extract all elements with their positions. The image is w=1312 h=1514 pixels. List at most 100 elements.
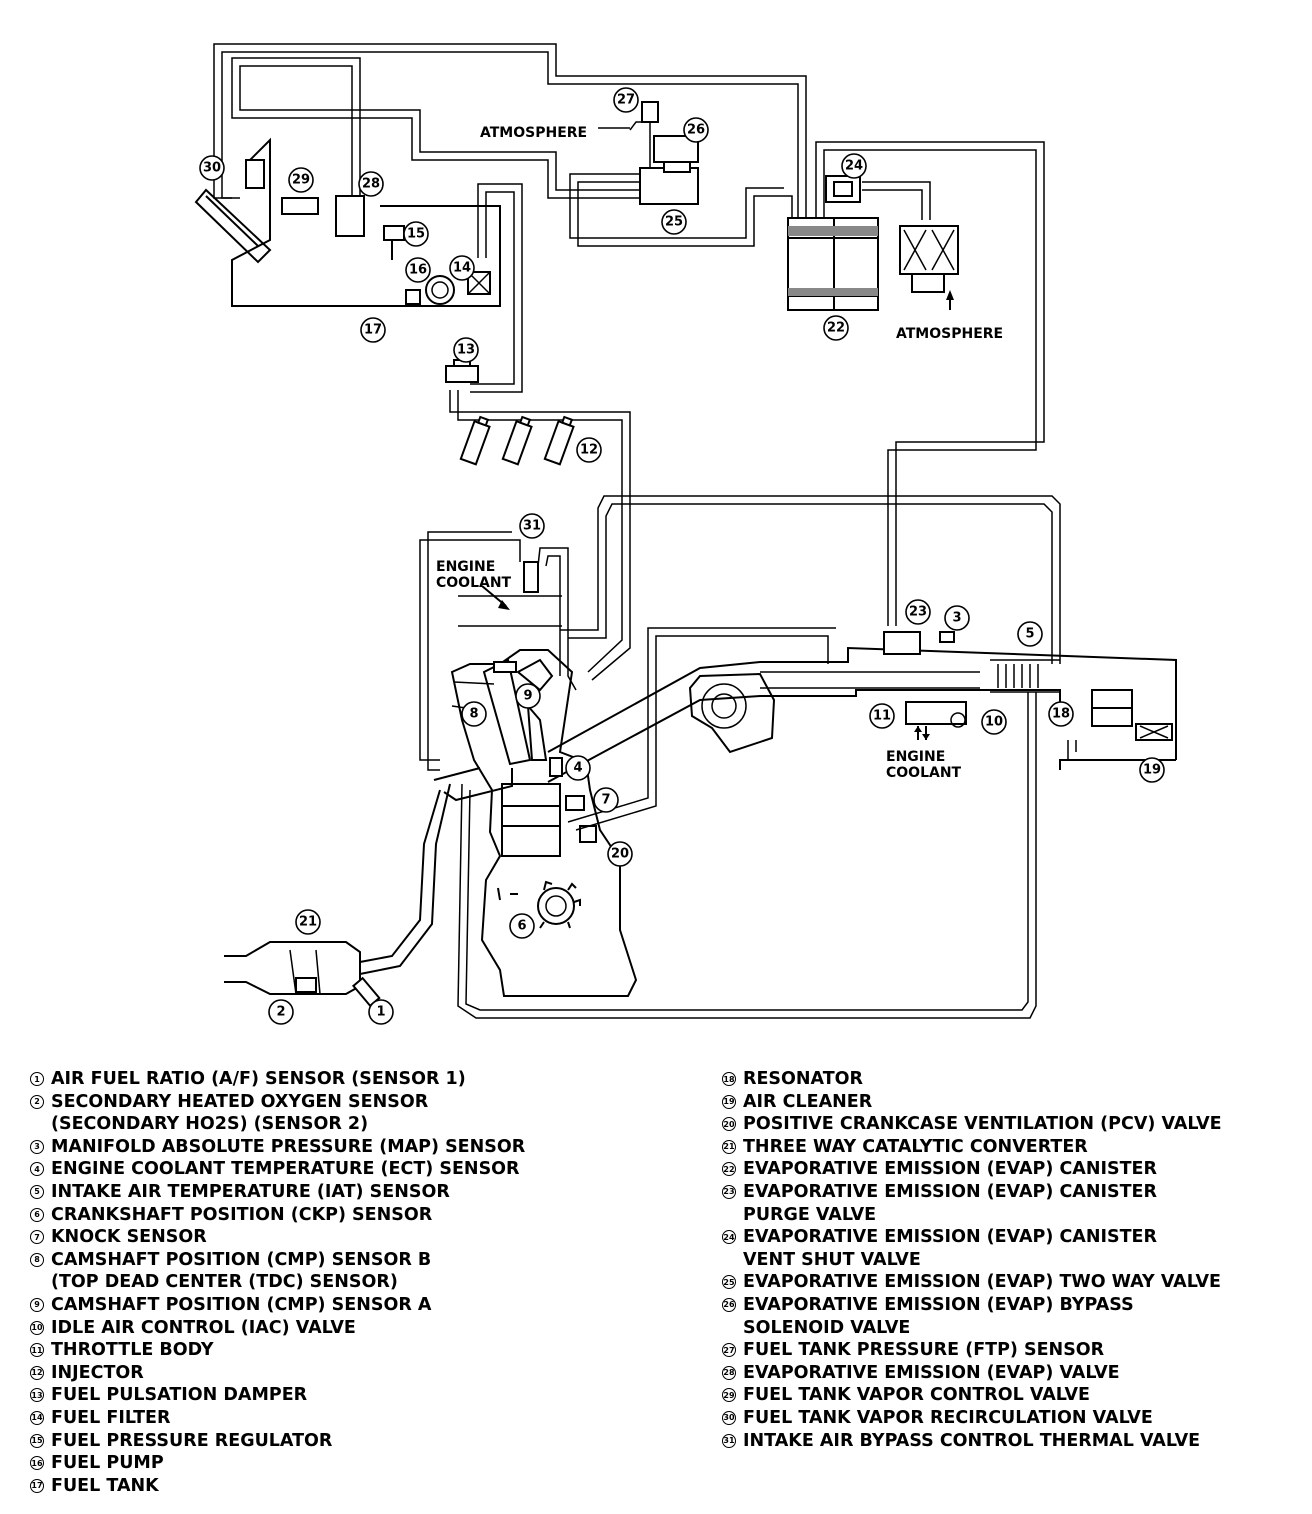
- legend-number: 26: [722, 1297, 736, 1312]
- callout-10: 10: [981, 709, 1007, 735]
- callout-16: 16: [405, 257, 431, 283]
- legend-number: 21: [722, 1139, 736, 1154]
- engine-coolant-label-lower-2: COOLANT: [886, 765, 962, 781]
- callout-circle: [358, 171, 384, 197]
- callout-number: 12: [580, 443, 598, 458]
- callout-circle: [268, 999, 294, 1025]
- callout-20: 20: [607, 841, 633, 867]
- callout-number: 26: [687, 123, 705, 138]
- callout-number: 8: [469, 707, 478, 722]
- callout-number: 5: [1025, 627, 1034, 642]
- engine-coolant-label-lower-1: ENGINE: [886, 749, 945, 765]
- callout-2: 2: [268, 999, 294, 1025]
- legend-description: RESONATOR: [743, 1069, 864, 1089]
- callout-4: 4: [565, 755, 591, 781]
- fuel-tank: [194, 137, 501, 307]
- legend-number: 1: [30, 1072, 44, 1086]
- callout-number: 25: [665, 215, 683, 230]
- intake-system: [547, 631, 1177, 783]
- callout-18: 18: [1048, 701, 1074, 727]
- legend-number: 23: [722, 1184, 736, 1199]
- callout-circle: [461, 701, 487, 727]
- callout-number: 18: [1052, 707, 1070, 722]
- callout-21: 21: [295, 909, 321, 935]
- callout-number: 16: [409, 263, 427, 278]
- callout-30: 30: [199, 155, 225, 181]
- callout-number: 31: [523, 519, 541, 534]
- legend-number: 4: [30, 1162, 44, 1177]
- callout-13: 13: [453, 337, 479, 363]
- callout-number: 28: [362, 177, 380, 192]
- callout-number: 30: [203, 161, 221, 176]
- legend-item-24: 24 EVAPORATIVE EMISSION (EVAP) CANISTER V…: [722, 1226, 1302, 1271]
- callout-circle: [576, 437, 602, 463]
- callout-number: 27: [617, 93, 635, 108]
- callout-6: 6: [509, 913, 535, 939]
- callout-circle: [403, 221, 429, 247]
- evap-canister: [787, 175, 959, 311]
- callout-number: 9: [523, 689, 532, 704]
- callout-circle: [869, 703, 895, 729]
- legend-description: CAMSHAFT POSITION (CMP) SENSOR A: [51, 1294, 432, 1315]
- legend-number: 17: [30, 1478, 44, 1493]
- callout-circle: [607, 841, 633, 867]
- callout-28: 28: [358, 171, 384, 197]
- engine-coolant-label-upper-1: ENGINE: [436, 559, 495, 575]
- legend-number: 24: [722, 1230, 736, 1245]
- legend-number: 30: [722, 1410, 736, 1425]
- callout-1: 1: [368, 999, 394, 1025]
- legend-description: MANIFOLD ABSOLUTE PRESSURE (MAP) SENSOR: [51, 1136, 526, 1157]
- callout-number: 13: [457, 343, 475, 358]
- legend-number: 10: [30, 1320, 44, 1335]
- legend-description: EVAPORATIVE EMISSION (EVAP) CANISTER VEN…: [743, 1227, 1157, 1270]
- legend-description: EVAPORATIVE EMISSION (EVAP) CANISTER: [743, 1159, 1157, 1180]
- callout-23: 23: [905, 599, 931, 625]
- callout-circle: [368, 999, 394, 1025]
- legend-description: INTAKE AIR BYPASS CONTROL THERMAL VALVE: [743, 1430, 1201, 1451]
- callout-number: 1: [376, 1005, 385, 1020]
- callout-25: 25: [661, 209, 687, 235]
- legend-number: 19: [722, 1094, 736, 1109]
- callout-22: 22: [823, 315, 849, 341]
- legend-description: CRANKSHAFT POSITION (CKP) SENSOR: [51, 1204, 433, 1225]
- legend-description: EVAPORATIVE EMISSION (EVAP) BYPASS SOLEN…: [743, 1294, 1134, 1338]
- callout-15: 15: [403, 221, 429, 247]
- legend-description: FUEL TANK PRESSURE (FTP) SENSOR: [743, 1340, 1105, 1361]
- callout-27: 27: [613, 87, 639, 113]
- valve-group-25-27: [598, 101, 699, 205]
- legend-item-21: 21 THREE WAY CATALYTIC CONVERTER: [722, 1136, 1302, 1159]
- callout-number: 11: [873, 709, 891, 724]
- callout-circle: [288, 167, 314, 193]
- legend-number: 28: [722, 1365, 736, 1380]
- legend-description: FUEL TANK: [51, 1475, 159, 1496]
- exhaust-system: [224, 767, 513, 1008]
- coolant-bypass: [458, 495, 1061, 691]
- legend-number: 20: [722, 1117, 736, 1132]
- callout-31: 31: [519, 513, 545, 539]
- callout-3: 3: [944, 605, 970, 631]
- legend-description: FUEL FILTER: [51, 1407, 171, 1428]
- callout-circle: [683, 117, 709, 143]
- legend-description: THREE WAY CATALYTIC CONVERTER: [743, 1136, 1088, 1157]
- callout-number: 4: [573, 761, 582, 776]
- callout-circle: [823, 315, 849, 341]
- callout-circle: [613, 87, 639, 113]
- legend-number: 18: [722, 1072, 736, 1086]
- callout-8: 8: [461, 701, 487, 727]
- callout-circle: [405, 257, 431, 283]
- callout-number: 20: [611, 847, 629, 862]
- legend-description: EVAPORATIVE EMISSION (EVAP) VALVE: [743, 1362, 1120, 1383]
- callout-7: 7: [593, 787, 619, 813]
- callout-number: 7: [601, 793, 610, 808]
